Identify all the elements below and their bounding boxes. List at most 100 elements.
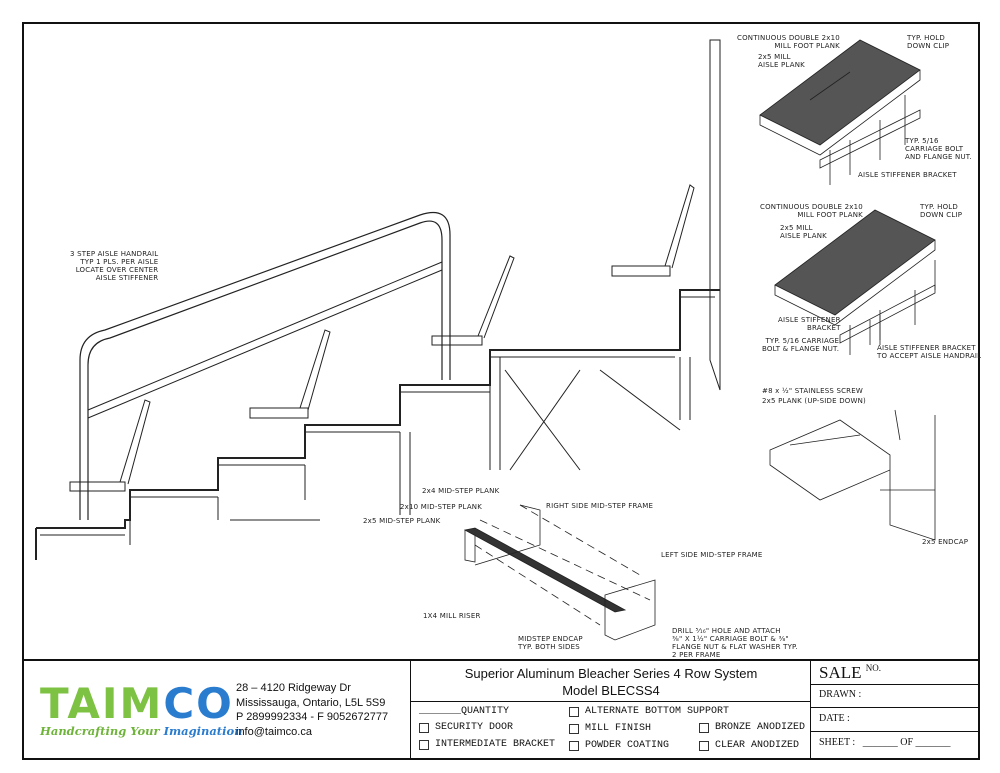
text: AISLE PLANK: [780, 232, 827, 240]
d3-endcap-label: 2x5 ENDCAP: [922, 538, 969, 546]
sale-cell: SALE NO. DRAWN : DATE : SHEET : _______ …: [810, 661, 978, 760]
text: TYP. 5/16: [905, 137, 939, 145]
text: CONTINUOUS DOUBLE 2x10: [760, 203, 863, 211]
option-mill-finish[interactable]: MILL FINISH: [569, 723, 651, 734]
sheet-field[interactable]: SHEET : _______ OF _______: [819, 737, 951, 748]
drawing-title: Superior Aluminum Bleacher Series 4 Row …: [411, 665, 811, 699]
sheet-label: SHEET :: [819, 737, 856, 748]
detail-endcap: [769, 409, 936, 541]
text: 2x5 MILL: [780, 224, 813, 232]
option-label: ALTERNATE BOTTOM SUPPORT: [585, 706, 730, 717]
note-line: AISLE STIFFENER: [95, 274, 159, 282]
text: MILL FOOT PLANK: [797, 211, 863, 219]
checkbox[interactable]: [699, 740, 709, 751]
option-label: INTERMEDIATE BRACKET: [435, 739, 556, 750]
option-label: SECURITY DOOR: [435, 722, 514, 733]
drawing-frame: [22, 22, 980, 760]
text: ⅜" X 1½" CARRIAGE BOLT & ⅜": [672, 635, 789, 643]
option-alternate-bottom-support[interactable]: ALTERNATE BOTTOM SUPPORT: [569, 706, 729, 717]
option-bronze-anodized[interactable]: BRONZE ANODIZED: [699, 722, 805, 733]
logo-tagline: Handcrafting Your Imagination: [40, 724, 243, 738]
text: FLANGE NUT & FLAT WASHER TYP.: [672, 643, 798, 651]
checkbox[interactable]: [569, 740, 579, 751]
option-label: BRONZE ANODIZED: [715, 722, 806, 733]
text: DOWN CLIP: [907, 42, 950, 50]
checkbox[interactable]: [419, 739, 429, 750]
option-label: POWDER COATING: [585, 740, 670, 751]
checkbox[interactable]: [419, 722, 429, 733]
option-security-door[interactable]: SECURITY DOOR: [419, 722, 513, 733]
title-text: Superior Aluminum Bleacher Series 4 Row …: [464, 666, 758, 681]
option-label: CLEAR ANODIZED: [715, 740, 800, 751]
note-line: LOCATE OVER CENTER: [75, 266, 159, 274]
detail-midstep: [463, 504, 656, 641]
d3-plank-label: 2x5 PLANK (UP-SIDE DOWN): [762, 397, 866, 405]
left-frame-label: LEFT SIDE MID-STEP FRAME: [661, 551, 763, 559]
text: MIDSTEP ENDCAP: [518, 635, 583, 643]
midstep-2x4-label: 2x4 MID-STEP PLANK: [422, 487, 500, 495]
midstep-2x5-label: 2x5 MID-STEP PLANK: [363, 517, 441, 525]
text: TYP. 5/16 CARRIAGE: [765, 337, 840, 345]
phone-fax: P 2899992334 - F 9052672777: [236, 711, 389, 723]
text: AISLE PLANK: [758, 61, 805, 69]
text: AISLE STIFFENER: [778, 316, 841, 324]
text: BRACKET: [807, 324, 841, 332]
text: DRILL ⁵⁄₁₆" HOLE AND ATTACH: [672, 627, 781, 635]
riser-label: 1X4 MILL RISER: [423, 612, 481, 620]
d3-screw-label: #8 x ½" STAINLESS SCREW: [762, 387, 863, 395]
tagline-b: Imagination: [163, 724, 243, 738]
text: DOWN CLIP: [920, 211, 963, 219]
title-cell: Superior Aluminum Bleacher Series 4 Row …: [410, 661, 810, 760]
bleacher-drawing: [35, 39, 936, 641]
text: MILL FOOT PLANK: [774, 42, 840, 50]
option-clear-anodized[interactable]: CLEAR ANODIZED: [699, 740, 799, 751]
checkbox[interactable]: [569, 723, 579, 734]
midstep-2x10-label: 2x10 MID-STEP PLANK: [400, 503, 483, 511]
right-frame-label: RIGHT SIDE MID-STEP FRAME: [546, 502, 654, 510]
text: TYP. HOLD: [920, 203, 958, 211]
address-line: Mississauga, Ontario, L5L 5S9: [236, 696, 386, 709]
text: TO ACCEPT AISLE HANDRAIL: [877, 352, 982, 360]
sale-text: SALE: [819, 663, 862, 682]
company-address: 28 – 4120 Ridgeway Dr Mississauga, Ontar…: [236, 681, 388, 739]
model-text: Model BLECSS4: [562, 683, 660, 698]
text: CONTINUOUS DOUBLE 2x10: [737, 34, 840, 42]
checkbox[interactable]: [569, 706, 579, 717]
address-line: 28 – 4120 Ridgeway Dr: [236, 682, 351, 694]
text: BOLT & FLANGE NUT.: [762, 345, 840, 353]
sale-label: SALE NO.: [819, 663, 881, 683]
taimco-logo: TAIMCO: [40, 679, 234, 728]
detail-aisle-plank-handrail: [774, 209, 936, 355]
email: info@taimco.ca: [236, 725, 312, 738]
option-intermediate-bracket[interactable]: INTERMEDIATE BRACKET: [419, 739, 555, 750]
note-line: TYP 1 PLS. PER AISLE: [80, 258, 159, 266]
quantity-field[interactable]: _______QUANTITY: [419, 706, 510, 717]
sheet-of: _______ OF _______: [862, 737, 951, 748]
text: AND FLANGE NUT.: [905, 153, 972, 161]
bleacher-side-elevation: [35, 39, 721, 560]
text: TYP. BOTH SIDES: [518, 643, 580, 651]
note-line: 3 STEP AISLE HANDRAIL: [70, 250, 159, 258]
date-field[interactable]: DATE :: [819, 713, 850, 724]
title-block: TAIMCO Handcrafting Your Imagination 28 …: [22, 659, 980, 760]
drawn-field[interactable]: DRAWN :: [819, 689, 862, 700]
option-powder-coating[interactable]: POWDER COATING: [569, 740, 669, 751]
d1-bracket-label: AISLE STIFFENER BRACKET: [858, 171, 957, 179]
checkbox[interactable]: [699, 722, 709, 733]
option-label: MILL FINISH: [585, 723, 652, 734]
text: AISLE STIFFENER BRACKET: [877, 344, 976, 352]
detail-aisle-plank: [759, 39, 921, 185]
tagline-a: Handcrafting Your: [40, 724, 164, 738]
